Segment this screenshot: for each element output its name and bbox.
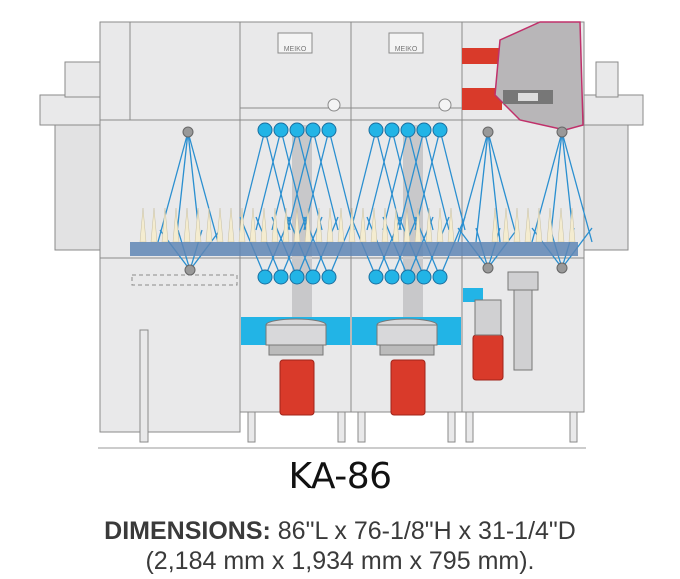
spray-line — [487, 131, 519, 243]
spray-arm — [482, 126, 494, 138]
spray-arm — [482, 262, 494, 274]
spray-nozzle — [257, 122, 273, 138]
spray-nozzle — [416, 122, 432, 138]
spray-line — [350, 129, 377, 231]
spray-nozzle — [321, 122, 337, 138]
spray-line — [439, 129, 466, 231]
spray-nozzle — [257, 269, 273, 285]
dimensions-label: DIMENSIONS: — [104, 517, 271, 545]
spray-arm — [556, 262, 568, 274]
spray-arm — [556, 126, 568, 138]
spray-line — [549, 131, 563, 243]
rinse-motor — [472, 334, 504, 381]
spray-nozzle — [416, 269, 432, 285]
spray-line — [312, 129, 339, 231]
spray-line — [375, 129, 402, 231]
model-title: KA-86 — [288, 456, 392, 497]
spray-nozzle — [273, 122, 289, 138]
spray-nozzle — [384, 269, 400, 285]
conveyor-belt — [130, 242, 578, 256]
spray-nozzle — [432, 269, 448, 285]
dimensions-imperial: 86"L x 76-1/8"H x 31-1/4"D — [277, 517, 576, 545]
spray-nozzle — [400, 122, 416, 138]
spray-line — [280, 129, 307, 231]
spray-line — [561, 131, 593, 243]
spray-nozzle — [305, 122, 321, 138]
spray-line — [271, 129, 298, 231]
spray-line — [366, 129, 393, 231]
spray-nozzle — [289, 269, 305, 285]
spray-line — [382, 129, 409, 231]
spray-nozzle — [289, 122, 305, 138]
spray-line — [398, 129, 425, 231]
left-table — [39, 94, 103, 126]
spray-line — [475, 131, 489, 243]
spray-nozzle — [368, 269, 384, 285]
right-table — [582, 94, 644, 126]
spray-line — [287, 129, 314, 231]
logo-meiko-2: MEIKO — [395, 46, 418, 53]
dishwasher-diagram: MEIKO MEIKO — [39, 21, 644, 449]
spray-nozzle — [384, 122, 400, 138]
spray-line — [391, 129, 418, 231]
spray-line — [239, 129, 266, 231]
spray-line — [457, 131, 489, 243]
motor-1 — [279, 359, 315, 416]
spray-nozzle — [432, 122, 448, 138]
rinse-hood — [462, 21, 584, 131]
spray-nozzle — [321, 269, 337, 285]
spray-arm — [182, 126, 194, 138]
motor-2 — [390, 359, 426, 416]
spray-line — [328, 129, 355, 231]
dimensions-metric: (2,184 mm x 1,934 mm x 795 mm). — [145, 547, 535, 575]
spray-nozzle — [400, 269, 416, 285]
spray-line — [157, 131, 189, 243]
spray-nozzle — [273, 269, 289, 285]
spray-line — [531, 131, 563, 243]
spray-line — [487, 131, 501, 243]
spray-line — [423, 129, 450, 231]
spray-line — [255, 129, 282, 231]
dimensions-text: DIMENSIONS: 86"L x 76-1/8"H x 31-1/4"D (… — [0, 516, 680, 576]
spray-line — [296, 129, 323, 231]
spray-line — [175, 131, 189, 243]
entry-module — [99, 21, 241, 433]
logo-meiko-1: MEIKO — [284, 46, 307, 53]
spray-nozzle — [305, 269, 321, 285]
spray-nozzle — [368, 122, 384, 138]
spray-line — [414, 129, 441, 231]
spray-arm — [184, 264, 196, 276]
spray-line — [187, 131, 219, 243]
